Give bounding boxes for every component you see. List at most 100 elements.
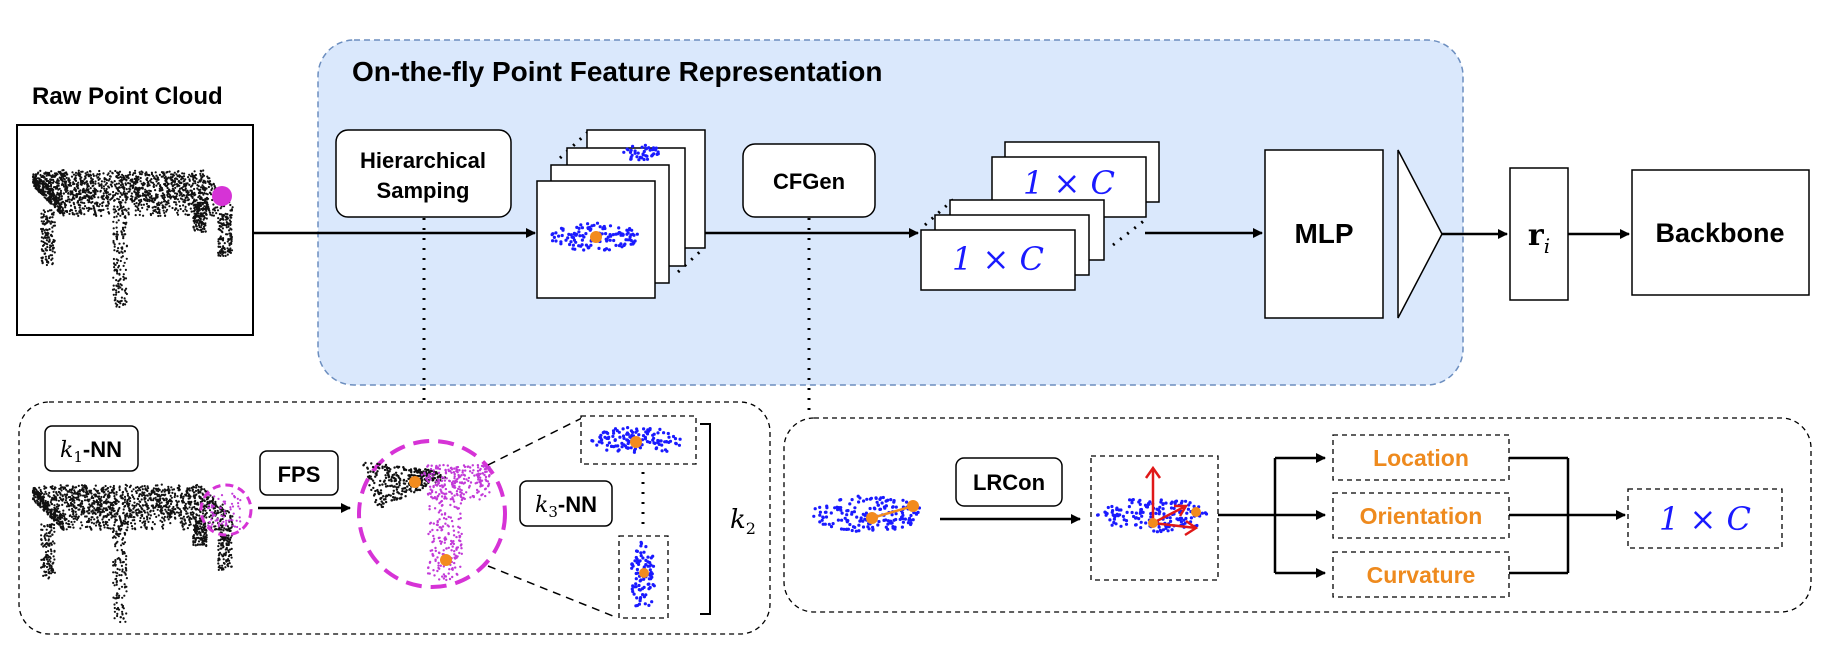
point bbox=[447, 469, 451, 473]
point bbox=[117, 535, 120, 538]
point bbox=[384, 463, 388, 467]
point bbox=[41, 528, 44, 532]
point bbox=[204, 197, 207, 200]
point bbox=[181, 522, 184, 525]
point bbox=[186, 487, 190, 490]
point bbox=[644, 147, 648, 151]
point bbox=[209, 514, 213, 517]
point bbox=[229, 223, 232, 226]
point bbox=[232, 524, 235, 527]
point bbox=[579, 223, 583, 227]
point bbox=[112, 527, 115, 530]
point bbox=[113, 603, 116, 606]
point bbox=[193, 200, 197, 203]
point bbox=[614, 243, 618, 247]
point bbox=[636, 151, 640, 155]
point bbox=[453, 467, 456, 470]
point bbox=[231, 505, 235, 508]
point bbox=[45, 249, 48, 252]
point bbox=[390, 476, 394, 479]
point bbox=[105, 507, 108, 510]
point bbox=[390, 499, 393, 502]
point bbox=[442, 476, 445, 479]
point bbox=[206, 175, 209, 178]
point bbox=[137, 175, 140, 178]
point bbox=[52, 203, 55, 206]
point bbox=[71, 507, 74, 510]
point bbox=[112, 571, 115, 574]
point bbox=[488, 491, 491, 494]
point bbox=[141, 171, 144, 174]
point bbox=[196, 526, 200, 529]
point bbox=[99, 528, 102, 531]
point bbox=[206, 501, 209, 504]
point bbox=[438, 484, 442, 488]
point bbox=[434, 466, 438, 469]
point bbox=[43, 229, 46, 232]
point bbox=[102, 521, 105, 524]
point bbox=[85, 488, 88, 492]
point bbox=[193, 500, 196, 503]
point bbox=[122, 273, 125, 276]
point bbox=[631, 232, 635, 236]
point bbox=[135, 193, 138, 196]
point bbox=[133, 522, 137, 525]
point bbox=[31, 175, 35, 179]
point bbox=[552, 235, 557, 239]
point bbox=[121, 497, 124, 500]
point bbox=[395, 482, 398, 486]
point bbox=[410, 473, 413, 477]
point bbox=[199, 204, 202, 207]
point bbox=[45, 553, 48, 557]
point bbox=[159, 214, 162, 217]
point bbox=[414, 489, 417, 492]
point bbox=[123, 522, 126, 525]
point bbox=[202, 225, 206, 228]
point bbox=[398, 480, 401, 484]
point bbox=[127, 516, 130, 519]
point bbox=[118, 251, 121, 254]
point bbox=[183, 183, 186, 186]
point bbox=[187, 495, 190, 498]
point bbox=[431, 475, 434, 478]
point bbox=[121, 596, 124, 599]
point bbox=[196, 208, 199, 211]
point bbox=[217, 522, 221, 525]
point bbox=[61, 499, 64, 502]
point bbox=[102, 185, 105, 188]
point bbox=[625, 147, 629, 151]
point bbox=[137, 503, 140, 506]
raw-point-cloud-box bbox=[16, 124, 254, 336]
point bbox=[78, 191, 81, 194]
point bbox=[201, 499, 204, 503]
point bbox=[73, 505, 76, 509]
point bbox=[478, 498, 481, 501]
point bbox=[45, 570, 48, 573]
point bbox=[178, 175, 181, 178]
point bbox=[135, 511, 138, 515]
point bbox=[484, 478, 487, 481]
point bbox=[229, 203, 232, 207]
point bbox=[87, 520, 90, 524]
point bbox=[163, 494, 166, 497]
point bbox=[633, 151, 637, 155]
point bbox=[57, 499, 61, 502]
point bbox=[203, 186, 207, 190]
point bbox=[45, 263, 49, 267]
point bbox=[67, 502, 70, 506]
point bbox=[164, 203, 167, 206]
point bbox=[113, 509, 116, 512]
point bbox=[197, 540, 201, 543]
point bbox=[114, 293, 118, 296]
point bbox=[115, 289, 118, 292]
point bbox=[51, 540, 55, 543]
point bbox=[98, 184, 101, 187]
point bbox=[116, 614, 119, 618]
point bbox=[161, 196, 164, 199]
point bbox=[217, 525, 220, 528]
point bbox=[395, 474, 399, 477]
point bbox=[135, 175, 138, 178]
point bbox=[77, 181, 80, 184]
point bbox=[159, 189, 162, 192]
point bbox=[121, 247, 124, 250]
